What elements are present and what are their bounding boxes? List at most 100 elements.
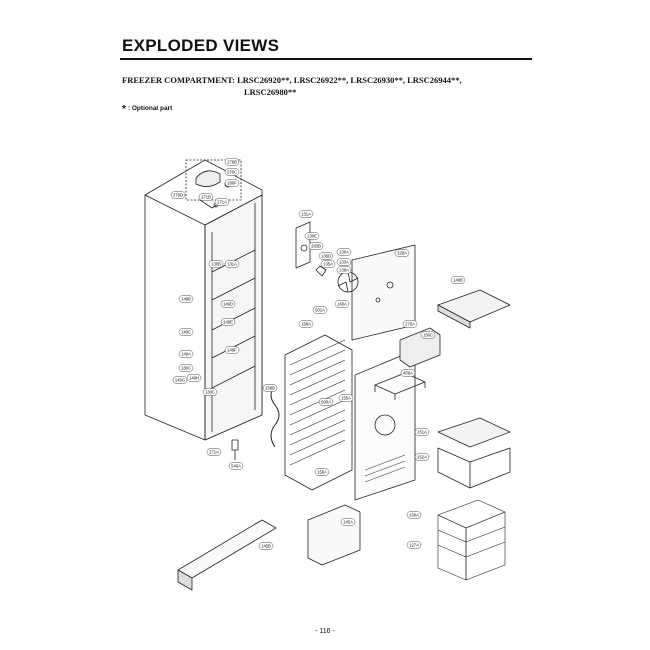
compartment-models-line1: LRSC26920**, LRSC26922**, LRSC26930**, L… (237, 75, 462, 85)
callout-label: 130C (181, 366, 191, 371)
callout-label: 150A (409, 513, 419, 518)
optional-note-text: : Optional part (127, 105, 173, 112)
callout-145b: 145B (258, 542, 274, 550)
optional-symbol: * (122, 104, 126, 115)
callout-label: 156C (423, 333, 433, 338)
callout-label: 130C (205, 390, 215, 395)
callout-149d: 149D (220, 300, 236, 308)
callout-label: 130B (211, 262, 221, 267)
callout-label: 131A (227, 262, 237, 267)
callout-bubble (318, 398, 334, 406)
callout-136a: 136A (336, 266, 352, 274)
callout-bubble (178, 364, 194, 372)
callout-bubble (178, 350, 194, 358)
callout-bubble (314, 468, 330, 476)
callout-bubble (338, 394, 354, 402)
callout-130a: 130A (336, 248, 352, 256)
callout-label: 149B (453, 278, 463, 283)
callout-150a: 150A (406, 511, 422, 519)
callout-131a: 131A (224, 260, 240, 268)
callout-275a: 275A (402, 320, 418, 328)
callout-bubble (224, 260, 240, 268)
callout-bubble (308, 242, 324, 250)
callout-bubble (198, 193, 214, 201)
callout-149c: 149C (178, 328, 194, 336)
callout-bubble (336, 248, 352, 256)
callout-label: 145B (261, 544, 271, 549)
callout-bubble (178, 328, 194, 336)
callout-bubble (170, 191, 186, 199)
callout-bubble (258, 542, 274, 550)
lower-cover (307, 504, 361, 566)
callout-label: 271A (217, 200, 227, 205)
evaporator-assembly (270, 334, 353, 491)
callout-label: 280F (227, 181, 237, 186)
callout-bubble (420, 331, 436, 339)
callout-152a: 152A (414, 453, 430, 461)
callout-149b: 149B (450, 276, 466, 284)
callout-bubble (220, 318, 236, 326)
callout-127a: 127A (406, 541, 422, 549)
callout-label: 149F (227, 348, 237, 353)
callout-149a: 149A (178, 350, 194, 358)
callout-bubble (312, 306, 328, 314)
callout-158a: 158A (298, 320, 314, 328)
callout-label: 135A (323, 262, 333, 267)
callout-276d: 276D (170, 191, 186, 199)
callout-135a: 135A (320, 260, 336, 268)
compartment-models-line2: LRSC26980** (244, 87, 297, 97)
callout-bubble (178, 295, 194, 303)
callout-158b: 158B (262, 384, 278, 392)
callout-156a: 156A (314, 468, 330, 476)
page-title: EXPLODED VIEWS (122, 36, 280, 55)
callout-label: 130E (307, 234, 317, 239)
callout-label: 160A (337, 302, 347, 307)
callout-bubble (298, 320, 314, 328)
callout-bubble (414, 453, 430, 461)
callout-label: 275A (405, 322, 415, 327)
callout-bubble (172, 376, 188, 384)
callout-label: 149C (181, 330, 191, 335)
freezer-cabinet (144, 159, 263, 441)
callout-bubble (228, 462, 244, 470)
callout-145a: 145A (340, 518, 356, 526)
callout-bubble (340, 518, 356, 526)
callout-276c: 276C (224, 168, 240, 176)
callout-130c: 130C (178, 364, 194, 372)
leveling-leg (231, 439, 239, 460)
fan-motor-bracket (295, 221, 327, 277)
callout-label: 127A (409, 543, 419, 548)
callout-149b: 149B (178, 295, 194, 303)
callout-label: 540A (231, 464, 241, 469)
upper-glass-shelf (437, 289, 511, 329)
callout-283b: 283B (308, 242, 324, 250)
grille-panel (354, 349, 416, 501)
callout-label: 276C (227, 170, 237, 175)
callout-bubble (320, 260, 336, 268)
callout-label: 136A (339, 268, 349, 273)
callout-271b: 271B (198, 193, 214, 201)
callout-bubble (336, 258, 352, 266)
callout-label: 149G (175, 378, 185, 383)
callout-bubble (224, 346, 240, 354)
callout-bubble (394, 249, 410, 257)
callout-label: 409A (403, 371, 413, 376)
callout-130c: 130C (202, 388, 218, 396)
callout-label: 130D (321, 254, 331, 259)
callout-bubble (262, 384, 278, 392)
small-wire-basket (374, 372, 426, 400)
callout-label: 271B (201, 195, 211, 200)
callout-bubble (406, 511, 422, 519)
callout-540a: 540A (228, 462, 244, 470)
callout-149g: 149G (172, 376, 188, 384)
callout-131a: 131A (298, 210, 314, 218)
callout-label: 133A (339, 260, 349, 265)
callout-bubble (224, 179, 240, 187)
compartment-label: FREEZER COMPARTMENT: (122, 75, 235, 85)
callout-bubble (304, 232, 320, 240)
callout-label: 155A (341, 396, 351, 401)
callout-bubble (318, 252, 334, 260)
callout-bubble (220, 300, 236, 308)
